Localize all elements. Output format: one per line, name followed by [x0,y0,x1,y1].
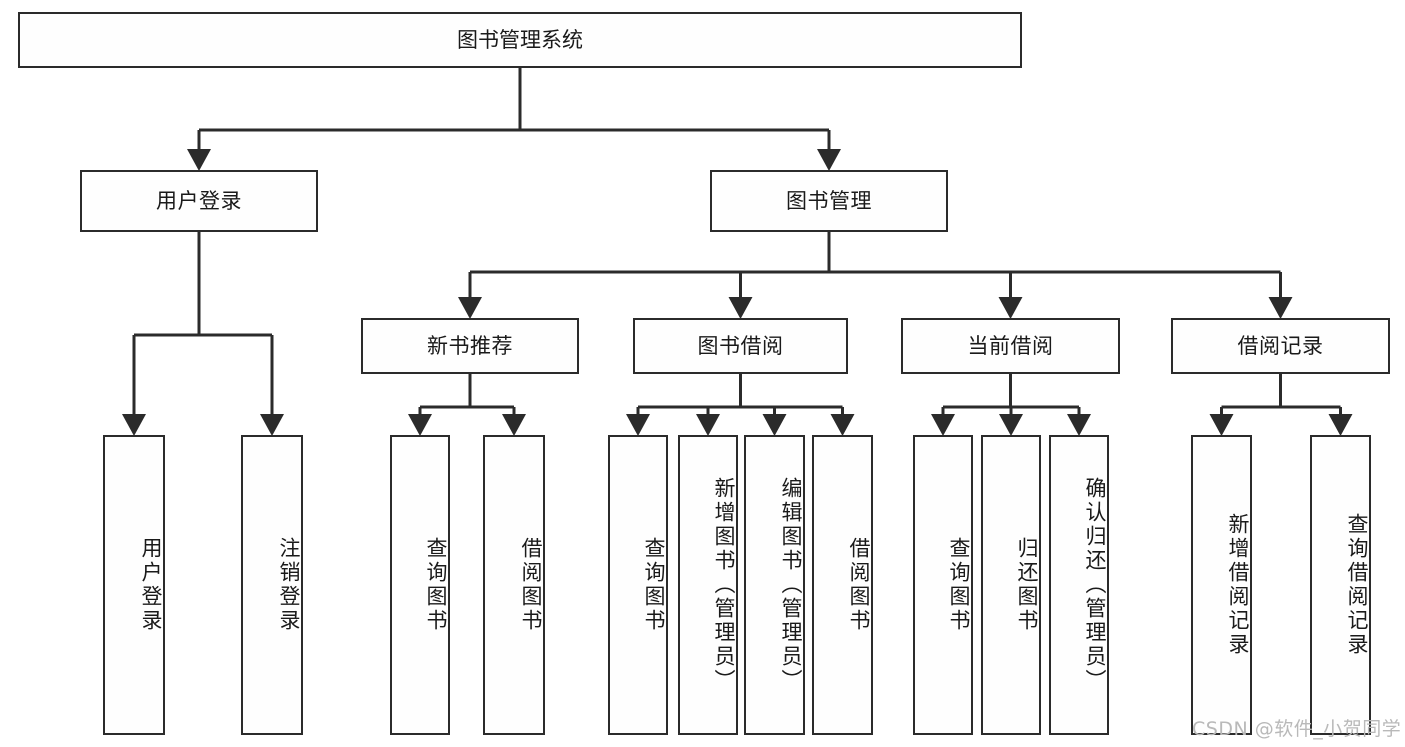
leaf-node-0[interactable]: 用户登录 [103,435,165,735]
leaf-node-label: 借阅图书 [847,537,871,633]
leaf-node-8[interactable]: 查询图书 [913,435,973,735]
node-root[interactable]: 图书管理系统 [18,12,1022,68]
leaf-node-label: 注销登录 [277,537,301,633]
leaf-node-2[interactable]: 查询图书 [390,435,450,735]
leaf-node-label: 编辑图书（管理员） [779,477,803,693]
leaf-node-label: 查询图书 [642,537,666,633]
node-新书推荐[interactable]: 新书推荐 [361,318,579,374]
leaf-node-11[interactable]: 新增借阅记录 [1191,435,1252,735]
leaf-node-label: 借阅图书 [519,537,543,633]
leaf-node-label: 归还图书 [1015,537,1039,633]
leaf-node-7[interactable]: 借阅图书 [812,435,873,735]
leaf-node-label: 查询借阅记录 [1345,513,1369,657]
node-当前借阅[interactable]: 当前借阅 [901,318,1120,374]
leaf-node-4[interactable]: 查询图书 [608,435,668,735]
leaf-node-5[interactable]: 新增图书（管理员） [678,435,738,735]
leaf-node-9[interactable]: 归还图书 [981,435,1041,735]
leaf-node-label: 新增图书（管理员） [712,477,736,693]
leaf-node-12[interactable]: 查询借阅记录 [1310,435,1371,735]
leaf-node-1[interactable]: 注销登录 [241,435,303,735]
node-借阅记录[interactable]: 借阅记录 [1171,318,1390,374]
node-用户登录[interactable]: 用户登录 [80,170,318,232]
leaf-node-label: 用户登录 [139,537,163,633]
leaf-node-label: 确认归还（管理员） [1083,477,1107,693]
watermark: CSDN @软件_小贺同学 [1192,718,1402,740]
leaf-node-label: 新增借阅记录 [1226,513,1250,657]
leaf-node-3[interactable]: 借阅图书 [483,435,545,735]
leaf-node-label: 查询图书 [947,537,971,633]
leaf-node-label: 查询图书 [424,537,448,633]
node-图书管理[interactable]: 图书管理 [710,170,948,232]
leaf-node-10[interactable]: 确认归还（管理员） [1049,435,1109,735]
leaf-node-6[interactable]: 编辑图书（管理员） [744,435,805,735]
node-图书借阅[interactable]: 图书借阅 [633,318,848,374]
